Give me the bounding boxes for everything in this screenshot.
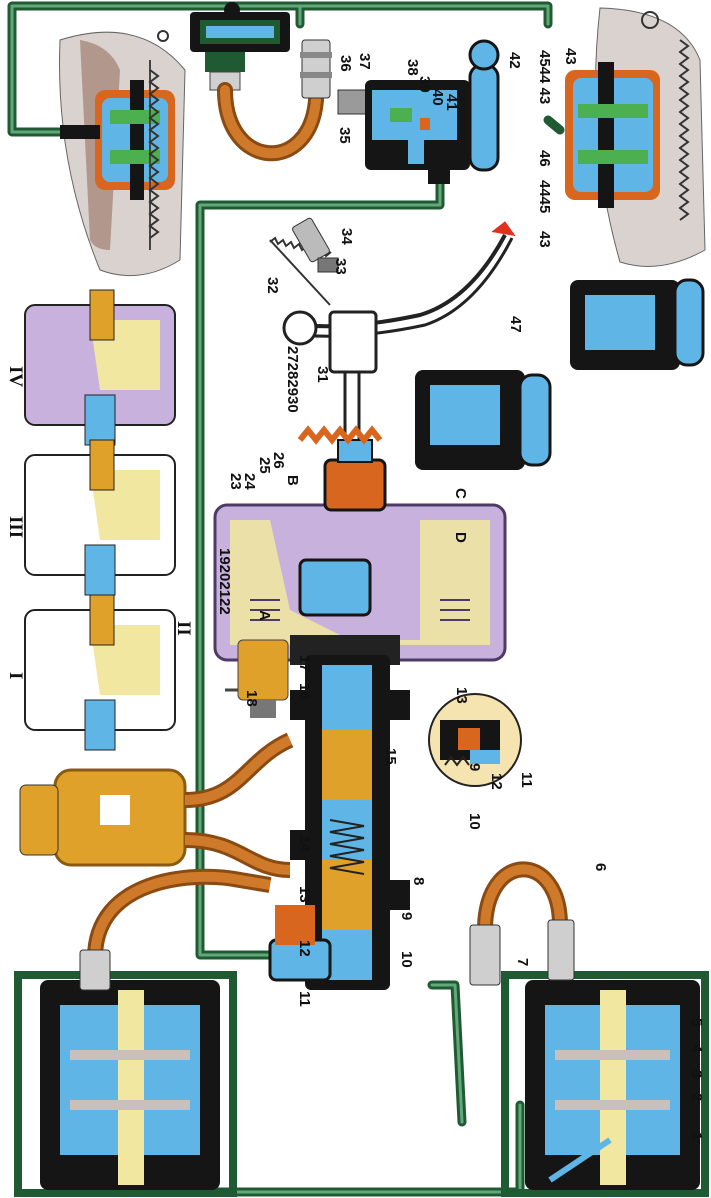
label-A: A [256, 610, 273, 621]
label-10: 10 [398, 951, 415, 968]
pressure-regulator [365, 39, 500, 184]
drum-brake-left [59, 30, 186, 277]
tee-fitting [190, 2, 290, 91]
label-36: 36 [337, 55, 354, 72]
label-25: 25 [256, 457, 273, 474]
label-9b: 9 [466, 763, 483, 771]
label-33: 33 [332, 258, 349, 275]
label-27-30: 27282930 [284, 346, 301, 413]
view-labels: IV III II I [5, 366, 194, 679]
part-labels: 1 2 3 4 5 6 7 8 9 10 11 12 13 14 9 10 11… [216, 48, 705, 1140]
label-40: 40 [429, 89, 446, 106]
label-45-44-43: 4544 43 [536, 50, 553, 104]
label-10b: 10 [466, 813, 483, 830]
label-47: 47 [507, 316, 524, 333]
booster-view-iv [24, 289, 176, 446]
label-13: 13 [296, 886, 313, 903]
label-43b: 43 [536, 231, 553, 248]
label-6: 6 [592, 863, 609, 871]
label-13b: 13 [453, 687, 470, 704]
label-26: 26 [270, 452, 287, 469]
label-46: 46 [536, 150, 553, 167]
vacuum-booster [213, 425, 507, 665]
label-5: 5 [688, 1018, 705, 1026]
label-14: 14 [296, 835, 313, 852]
drum-brake-right [565, 7, 706, 267]
label-3: 3 [688, 1070, 705, 1078]
label-12b: 12 [488, 773, 505, 790]
disc-caliper-left [14, 971, 237, 1197]
label-C: C [452, 488, 469, 499]
label-31: 31 [314, 366, 331, 383]
label-4: 4 [688, 1044, 705, 1053]
label-D: D [452, 532, 469, 543]
label-37: 37 [356, 53, 373, 70]
label-12: 12 [296, 940, 313, 957]
label-44-45: 4445 [536, 180, 553, 213]
master-cylinder [268, 655, 410, 990]
label-2: 2 [688, 1093, 705, 1101]
fluid-reservoir [19, 732, 294, 878]
top-hose [217, 39, 369, 162]
label-43a: 43 [562, 48, 579, 65]
label-B: B [284, 475, 301, 486]
label-17: 17 [296, 655, 313, 672]
label-24: 24 [241, 473, 258, 490]
label-1: 1 [688, 1132, 705, 1140]
label-16: 16 [296, 683, 313, 700]
label-38: 38 [404, 59, 421, 76]
label-23: 23 [227, 473, 244, 490]
label-42: 42 [506, 52, 523, 69]
booster-view-iii [24, 439, 176, 596]
label-8: 8 [410, 877, 427, 885]
label-III: III [5, 516, 26, 538]
regulator-views [415, 278, 705, 470]
label-35: 35 [336, 127, 353, 144]
label-32: 32 [264, 277, 281, 294]
label-18: 18 [243, 690, 260, 707]
detail-inset [428, 693, 522, 787]
label-II: II [173, 621, 194, 636]
booster-view-i [24, 594, 176, 751]
disc-caliper-right [501, 971, 709, 1197]
label-15: 15 [382, 748, 399, 765]
label-41: 41 [443, 94, 460, 111]
bottom-hoses [79, 861, 575, 991]
label-39: 39 [416, 76, 433, 93]
label-11b: 11 [518, 772, 535, 788]
label-11: 11 [296, 991, 313, 1007]
label-I: I [5, 672, 26, 679]
label-7: 7 [514, 958, 531, 966]
label-9: 9 [398, 912, 415, 920]
signaling-device [225, 639, 289, 718]
label-19-22: 19202122 [216, 548, 233, 615]
label-34: 34 [338, 228, 355, 245]
label-IV: IV [5, 366, 26, 387]
